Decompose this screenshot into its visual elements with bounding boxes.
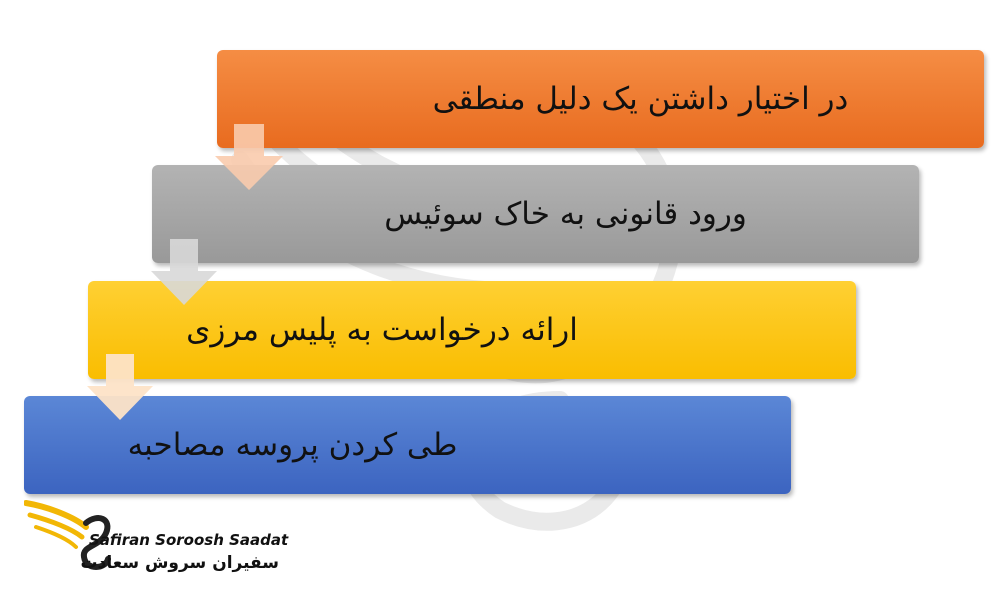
process-step-4: طی کردن پروسه مصاحبه	[24, 396, 791, 494]
process-step-1: در اختیار داشتن یک دلیل منطقی	[217, 50, 984, 148]
process-step-3: ارائه درخواست به پلیس مرزی	[88, 281, 856, 379]
brand-name-fa: سفیران سروش سعادت	[80, 553, 279, 573]
down-arrow-icon	[215, 124, 283, 190]
step-3-label: ارائه درخواست به پلیس مرزی	[186, 312, 578, 348]
step-1-label: در اختیار داشتن یک دلیل منطقی	[432, 81, 849, 117]
process-step-2: ورود قانونی به خاک سوئیس	[152, 165, 919, 263]
step-2-label: ورود قانونی به خاک سوئیس	[384, 196, 747, 232]
brand-logo-icon	[24, 500, 111, 570]
step-4-label: طی کردن پروسه مصاحبه	[127, 427, 458, 463]
down-arrow-icon	[151, 239, 217, 305]
brand-name-en: Safiran Soroosh Saadat	[89, 531, 289, 549]
down-arrow-icon	[87, 354, 153, 420]
